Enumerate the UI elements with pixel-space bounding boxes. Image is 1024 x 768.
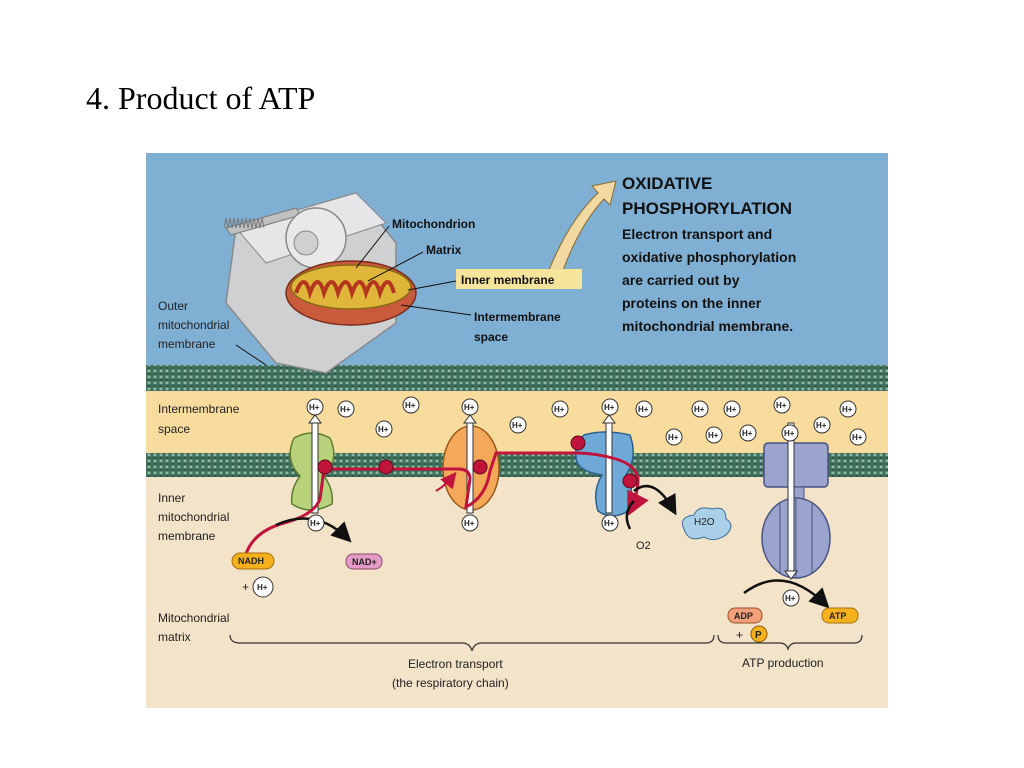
electrons [317, 435, 638, 489]
description-line-2: oxidative phosphorylation [622, 249, 796, 265]
svg-text:membrane: membrane [158, 337, 216, 351]
svg-text:Inner: Inner [158, 491, 185, 505]
nadh-pill [231, 552, 275, 570]
svg-text:Electron transport: Electron transport [408, 657, 503, 671]
svg-text:H+: H+ [842, 405, 853, 414]
inner-label-1: Inner [158, 491, 185, 505]
description-line-4: proteins on the inner [622, 295, 762, 311]
svg-text:H+: H+ [726, 405, 737, 414]
mitochondrion-label: Mitochondrion [392, 217, 475, 231]
svg-text:mitochondrial: mitochondrial [158, 318, 229, 332]
svg-text:H+: H+ [638, 405, 649, 414]
svg-text:H+: H+ [464, 403, 475, 412]
heading-line-2: PHOSPHORYLATION [622, 199, 792, 218]
svg-text:H+: H+ [784, 429, 795, 438]
inner-membrane-highlight [456, 269, 582, 289]
ims-label-2: space [158, 422, 190, 436]
adp-text: ADP [734, 611, 753, 621]
svg-text:mitochondrial membrane.: mitochondrial membrane. [622, 318, 793, 334]
svg-text:(the respiratory chain): (the respiratory chain) [392, 676, 509, 690]
svg-text:H+: H+ [604, 519, 615, 528]
description-line-5: mitochondrial membrane. [622, 318, 793, 334]
cell-illustration [223, 192, 417, 374]
atp-synthase [761, 442, 831, 579]
svg-text:H+: H+ [340, 405, 351, 414]
adp-pill [727, 607, 763, 624]
svg-text:H+: H+ [668, 433, 679, 442]
svg-text:H+: H+ [512, 421, 523, 430]
description-line-1: Electron transport and [622, 226, 772, 242]
inner-label-2: mitochondrial [158, 510, 229, 524]
plus-pi-sign: + [736, 628, 743, 642]
atp-production-label: ATP production [742, 656, 824, 670]
heading-line-1: OXIDATIVE [622, 174, 712, 193]
svg-text:Electron transport and: Electron transport and [622, 226, 772, 242]
svg-text:H+: H+ [309, 403, 320, 412]
nadh-text: NADH [238, 556, 264, 566]
svg-text:are carried out by: are carried out by [622, 272, 740, 288]
intermembrane-callout-2: space [474, 330, 508, 344]
svg-text:H+: H+ [694, 405, 705, 414]
ims-label-1: Intermembrane [158, 402, 240, 416]
svg-text:OXIDATIVE: OXIDATIVE [622, 174, 712, 193]
atp-production-bracket [717, 634, 863, 651]
svg-text:mitochondrial: mitochondrial [158, 510, 229, 524]
matrix-region-label-1: Mitochondrial [158, 611, 229, 625]
svg-text:H+: H+ [554, 405, 565, 414]
svg-text:proteins on the inner: proteins on the inner [622, 295, 762, 311]
electron-transport-label-1: Electron transport [408, 657, 503, 671]
outer-label-3: membrane [158, 337, 216, 351]
svg-text:H+: H+ [776, 401, 787, 410]
inner-label-3: membrane [158, 529, 216, 543]
nad-text: NAD+ [352, 557, 377, 567]
o2-text: O2 [636, 540, 651, 552]
svg-text:Intermembrane: Intermembrane [474, 310, 561, 324]
matrix-region-label-2: matrix [158, 630, 191, 644]
svg-text:Intermembrane: Intermembrane [158, 402, 240, 416]
inner-membrane-callout: Inner membrane [461, 273, 555, 287]
svg-text:H+: H+ [378, 425, 389, 434]
h-plus-ions: H+ H+ H+ H+ H+ H+ H+ H+ H+ H+ H+ H+ H+ H… [306, 396, 867, 607]
svg-text:oxidative phosphorylation: oxidative phosphorylation [622, 249, 796, 265]
callout-arrow [543, 180, 617, 286]
svg-text:H+: H+ [310, 519, 321, 528]
svg-text:H+: H+ [708, 431, 719, 440]
svg-text:space: space [474, 330, 508, 344]
svg-text:H+: H+ [816, 421, 827, 430]
svg-text:Outer: Outer [158, 299, 188, 313]
pi-circle [750, 625, 768, 643]
svg-text:matrix: matrix [158, 630, 191, 644]
svg-text:H+: H+ [852, 433, 863, 442]
outer-label-1: Outer [158, 299, 188, 313]
nad-pill [345, 553, 383, 570]
svg-text:Mitochondrial: Mitochondrial [158, 611, 229, 625]
plus-h-sign: + [242, 580, 249, 594]
atp-pill [821, 607, 859, 624]
pi-text: P [755, 630, 762, 641]
intermembrane-callout-1: Intermembrane [474, 310, 561, 324]
svg-text:H+: H+ [464, 519, 475, 528]
svg-text:H+: H+ [742, 429, 753, 438]
h2o-text: H2O [694, 517, 715, 528]
electron-transport-bracket [229, 634, 715, 652]
svg-text:membrane: membrane [158, 529, 216, 543]
h2o-drop [681, 507, 732, 541]
oxidative-phosphorylation-figure: OXIDATIVE PHOSPHORYLATION Electron trans… [146, 153, 888, 708]
matrix-label: Matrix [426, 243, 462, 257]
electron-transport-label-2: (the respiratory chain) [392, 676, 509, 690]
svg-text:H+: H+ [785, 594, 796, 603]
svg-text:H+: H+ [405, 401, 416, 410]
outer-membrane [146, 365, 888, 391]
proton-channels [308, 414, 798, 580]
atp-text: ATP [829, 611, 846, 621]
description-line-3: are carried out by [622, 272, 740, 288]
h-plus-matrix: H+ [257, 583, 268, 592]
svg-text:H+: H+ [604, 403, 615, 412]
outer-label-2: mitochondrial [158, 318, 229, 332]
slide-title: 4. Product of ATP [86, 80, 316, 116]
svg-text:PHOSPHORYLATION: PHOSPHORYLATION [622, 199, 792, 218]
svg-text:space: space [158, 422, 190, 436]
